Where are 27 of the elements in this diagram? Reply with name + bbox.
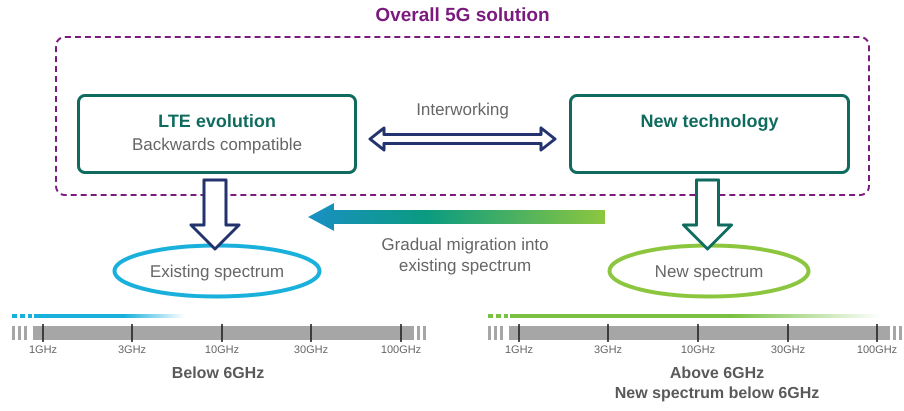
range-label: Below 6GHz bbox=[172, 364, 264, 384]
tick-label: 100GHz bbox=[856, 343, 898, 358]
tick-label: 1GHz bbox=[504, 343, 534, 358]
group-title: Overall 5G solution bbox=[375, 4, 550, 28]
hollow-arrow bbox=[368, 126, 556, 152]
hollow-arrow bbox=[682, 178, 733, 250]
tick-label: 3GHz bbox=[594, 343, 622, 358]
range-label: Above 6GHz bbox=[670, 364, 764, 384]
tick-label: 1GHz bbox=[28, 343, 58, 358]
range-label: New spectrum below 6GHz bbox=[614, 384, 820, 404]
tick-label: 10GHz bbox=[680, 343, 716, 358]
box-heading: LTE evolution bbox=[158, 110, 276, 133]
box-subtext: Backwards compatible bbox=[132, 134, 302, 156]
tick-label: 30GHz bbox=[770, 343, 806, 358]
rounded-box bbox=[77, 94, 357, 174]
rounded-box bbox=[569, 94, 850, 174]
spectrum-ellipse bbox=[112, 243, 322, 299]
spectrum-ellipse bbox=[607, 243, 811, 299]
hollow-arrow bbox=[190, 178, 240, 250]
ellipse-label: Existing spectrum bbox=[150, 260, 284, 283]
box-heading: New technology bbox=[640, 110, 778, 133]
tick-label: 100GHz bbox=[380, 343, 422, 358]
tick-label: 30GHz bbox=[294, 343, 328, 358]
migration-label: Gradual migration into existing spectrum bbox=[380, 234, 550, 276]
ellipse-label: New spectrum bbox=[654, 260, 764, 283]
tick-label: 3GHz bbox=[118, 343, 146, 358]
tick-label: 10GHz bbox=[204, 343, 240, 358]
